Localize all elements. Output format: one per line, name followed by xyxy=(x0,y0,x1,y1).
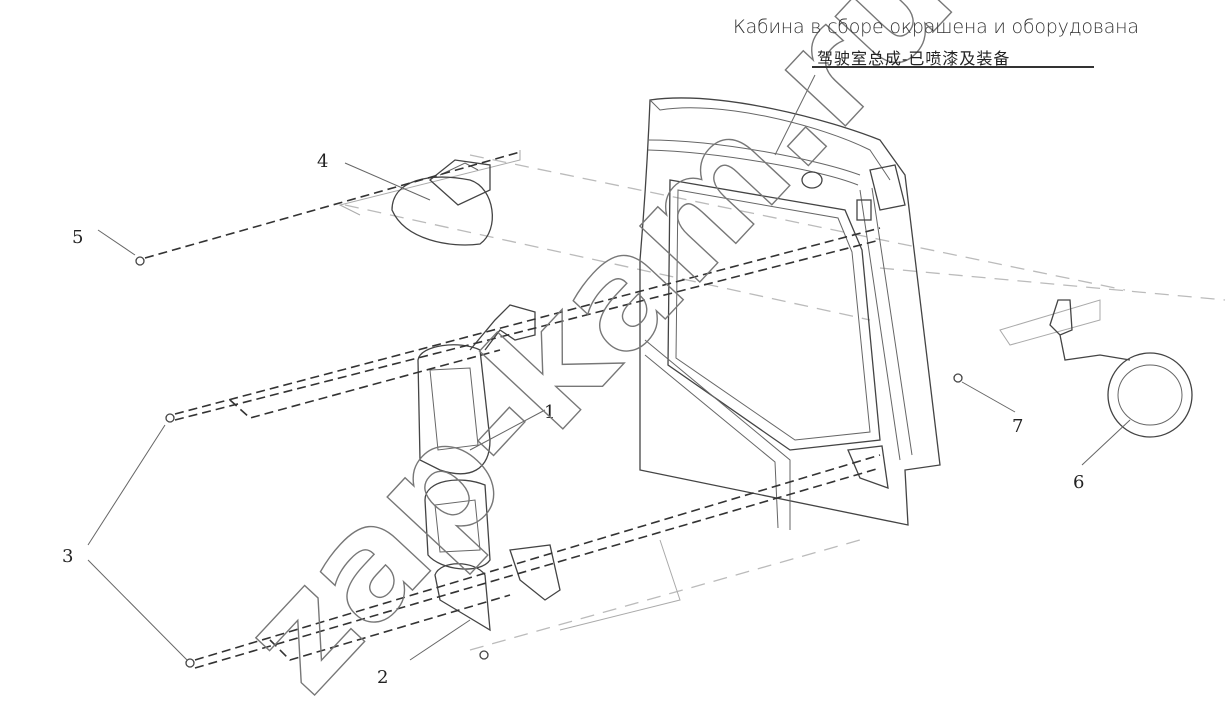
callout-3: 3 xyxy=(62,546,73,567)
callout-2: 2 xyxy=(377,667,388,688)
item-1-mirror-assembly xyxy=(417,304,561,601)
callout-6: 6 xyxy=(1073,472,1084,493)
callout-5: 5 xyxy=(72,227,83,248)
watermark: zap-kam.ru xyxy=(209,0,986,703)
title-underline xyxy=(812,66,1094,68)
leader-lines xyxy=(87,74,1131,661)
assembly-lines xyxy=(144,151,881,669)
item-6-mirror xyxy=(1049,299,1193,438)
callout-7: 7 xyxy=(1012,416,1023,437)
assembly-title-zh: 驾驶室总成-已喷漆及装备 xyxy=(817,49,1011,68)
guide-lines xyxy=(338,150,1226,651)
item-4-mirror xyxy=(391,159,493,246)
callout-4: 4 xyxy=(317,151,328,172)
assembly-title-ru: Кабина в сборе окрашена и оборудована xyxy=(733,16,1139,38)
cab-panel xyxy=(639,97,941,530)
item-2-bracket xyxy=(434,563,491,660)
fasteners xyxy=(135,256,963,668)
callout-1: 1 xyxy=(544,402,555,423)
